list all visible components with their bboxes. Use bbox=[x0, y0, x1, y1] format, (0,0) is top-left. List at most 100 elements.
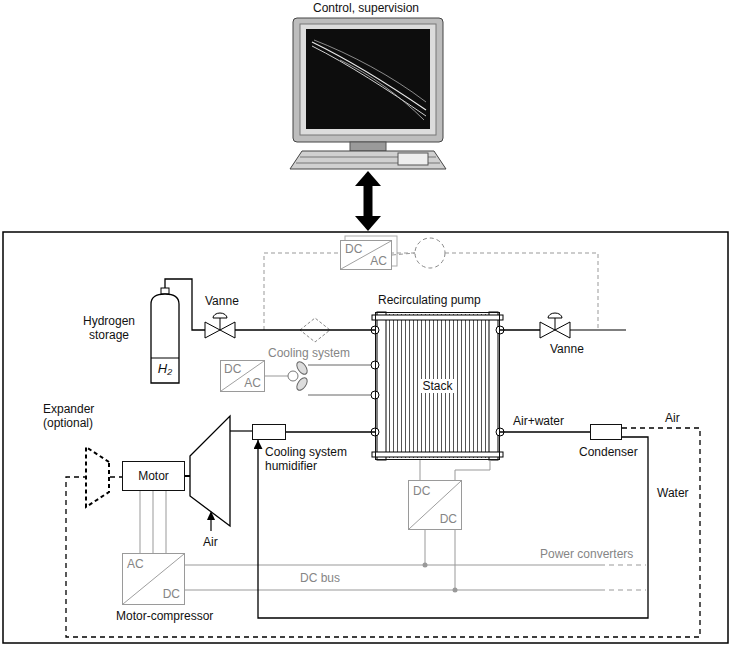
motor-box-text: Motor bbox=[138, 469, 169, 483]
phase-wire bbox=[140, 491, 141, 553]
valve-outline bbox=[540, 312, 570, 340]
dc-ac-converter: DCAC bbox=[220, 360, 265, 392]
valve-actuator bbox=[548, 313, 562, 318]
end-plate bbox=[489, 312, 498, 460]
fan-blade bbox=[295, 360, 310, 376]
part-label: DC bus bbox=[300, 571, 340, 585]
dc-dc-converter-text: DC bbox=[413, 484, 430, 498]
dc-ac-converter-text: DC bbox=[224, 362, 241, 376]
condenser-text: Condenser bbox=[579, 445, 638, 459]
part-label: Recirculating pump bbox=[378, 293, 481, 307]
keyboard bbox=[290, 151, 446, 169]
shaft bbox=[185, 475, 190, 477]
fan-motor bbox=[288, 371, 298, 381]
valve-outline bbox=[205, 312, 235, 340]
valve-body bbox=[220, 322, 235, 338]
flow-line bbox=[153, 491, 154, 553]
junction-dot bbox=[453, 588, 458, 593]
part-label: Air bbox=[203, 535, 218, 549]
fan-blade bbox=[295, 376, 310, 392]
recirculating-pump bbox=[415, 238, 445, 268]
flow-line bbox=[258, 437, 648, 618]
supervision-computer: Control, supervision bbox=[280, 0, 452, 170]
power-wire bbox=[455, 530, 456, 590]
junction-dot bbox=[423, 563, 428, 568]
converter-diagonal bbox=[409, 481, 461, 529]
valve-body bbox=[540, 322, 555, 338]
arrow-head bbox=[355, 216, 381, 231]
power-wire bbox=[455, 460, 490, 480]
screen-curve bbox=[314, 40, 426, 102]
converter-diagonal bbox=[341, 241, 391, 269]
flow-label: Water bbox=[654, 486, 692, 500]
monitor-neck bbox=[350, 142, 386, 151]
part-label: Power converters bbox=[540, 547, 633, 561]
humidifier-text: Cooling system humidifier bbox=[265, 445, 361, 473]
dc-bus-line bbox=[600, 565, 646, 566]
stack-plates bbox=[386, 314, 489, 458]
keypad bbox=[398, 153, 428, 165]
valve-body bbox=[205, 322, 220, 338]
expander-text: Expander (optional) bbox=[43, 402, 115, 430]
screen-curve bbox=[340, 60, 424, 120]
tank-band bbox=[151, 358, 179, 359]
ac-dc-converter: AC DC bbox=[122, 553, 185, 605]
part-label: Motor-compressor bbox=[116, 609, 213, 623]
dc-dc-converter: DCDC bbox=[408, 480, 462, 530]
flow-label: Air bbox=[662, 411, 683, 425]
system-frame bbox=[3, 232, 728, 643]
valve-actuator bbox=[213, 313, 227, 318]
dc-bus-line bbox=[185, 565, 600, 566]
valve: Vanne bbox=[205, 312, 235, 340]
expander-outline bbox=[85, 446, 110, 508]
converter-diagonal bbox=[123, 554, 184, 604]
hydrogen-tank-text: Hydrogen storage bbox=[74, 314, 144, 342]
phase-wire bbox=[166, 491, 167, 553]
flow-label: Air+water bbox=[510, 414, 567, 428]
humidifier: Cooling system humidifier bbox=[252, 424, 286, 440]
valve-body bbox=[555, 322, 570, 338]
exhaust-pipe bbox=[570, 329, 626, 330]
valve-stem bbox=[555, 318, 556, 330]
condenser: Condenser bbox=[590, 424, 622, 440]
motor-box: Motor bbox=[122, 461, 185, 491]
valve-stem bbox=[220, 318, 221, 330]
valve-text: Vanne bbox=[550, 342, 584, 356]
supervision-computer-text: Control, supervision bbox=[313, 1, 419, 15]
tie-rod bbox=[372, 452, 503, 457]
end-plate bbox=[377, 312, 386, 460]
dc-ac-converter: DC AC bbox=[340, 240, 392, 270]
dc-ac-converter-text: AC bbox=[244, 376, 261, 390]
expander-outline bbox=[86, 447, 109, 507]
power-wire bbox=[425, 530, 426, 565]
arrow-head bbox=[355, 171, 381, 186]
flow-line bbox=[420, 460, 421, 480]
tie-rod bbox=[372, 315, 503, 320]
coolant-line bbox=[308, 395, 371, 396]
hydrogen-tank: Hydrogen storageH₂ bbox=[150, 288, 180, 384]
air-line bbox=[230, 430, 252, 431]
compressor bbox=[190, 416, 230, 526]
valve: Vanne bbox=[540, 312, 570, 340]
exhaust-air-line bbox=[110, 476, 122, 477]
dc-ac-converter-text: DC bbox=[345, 242, 362, 256]
flow-line bbox=[500, 329, 540, 330]
dc-ac-converter-text: AC bbox=[370, 254, 387, 268]
converter-diagonal bbox=[221, 361, 264, 391]
flow-line bbox=[500, 431, 590, 432]
fan-drive-line bbox=[265, 376, 288, 377]
flow-line bbox=[235, 329, 375, 330]
monitor-frame bbox=[300, 24, 436, 135]
dc-bus-line bbox=[600, 590, 646, 591]
coolant-line bbox=[308, 365, 371, 366]
monitor-bezel bbox=[293, 18, 443, 142]
fuel-cell-stack: Stack bbox=[375, 312, 500, 460]
ac-dc-converter-text: DC bbox=[163, 587, 180, 601]
part-label: Cooling system bbox=[268, 346, 350, 360]
monitor-screen bbox=[306, 29, 430, 129]
ac-dc-converter-text: AC bbox=[127, 557, 144, 571]
arrow-head bbox=[207, 511, 215, 520]
expander: Expander (optional) bbox=[85, 446, 110, 508]
hydrogen-tank-text: H₂ bbox=[158, 362, 172, 376]
flow-line bbox=[286, 431, 375, 432]
